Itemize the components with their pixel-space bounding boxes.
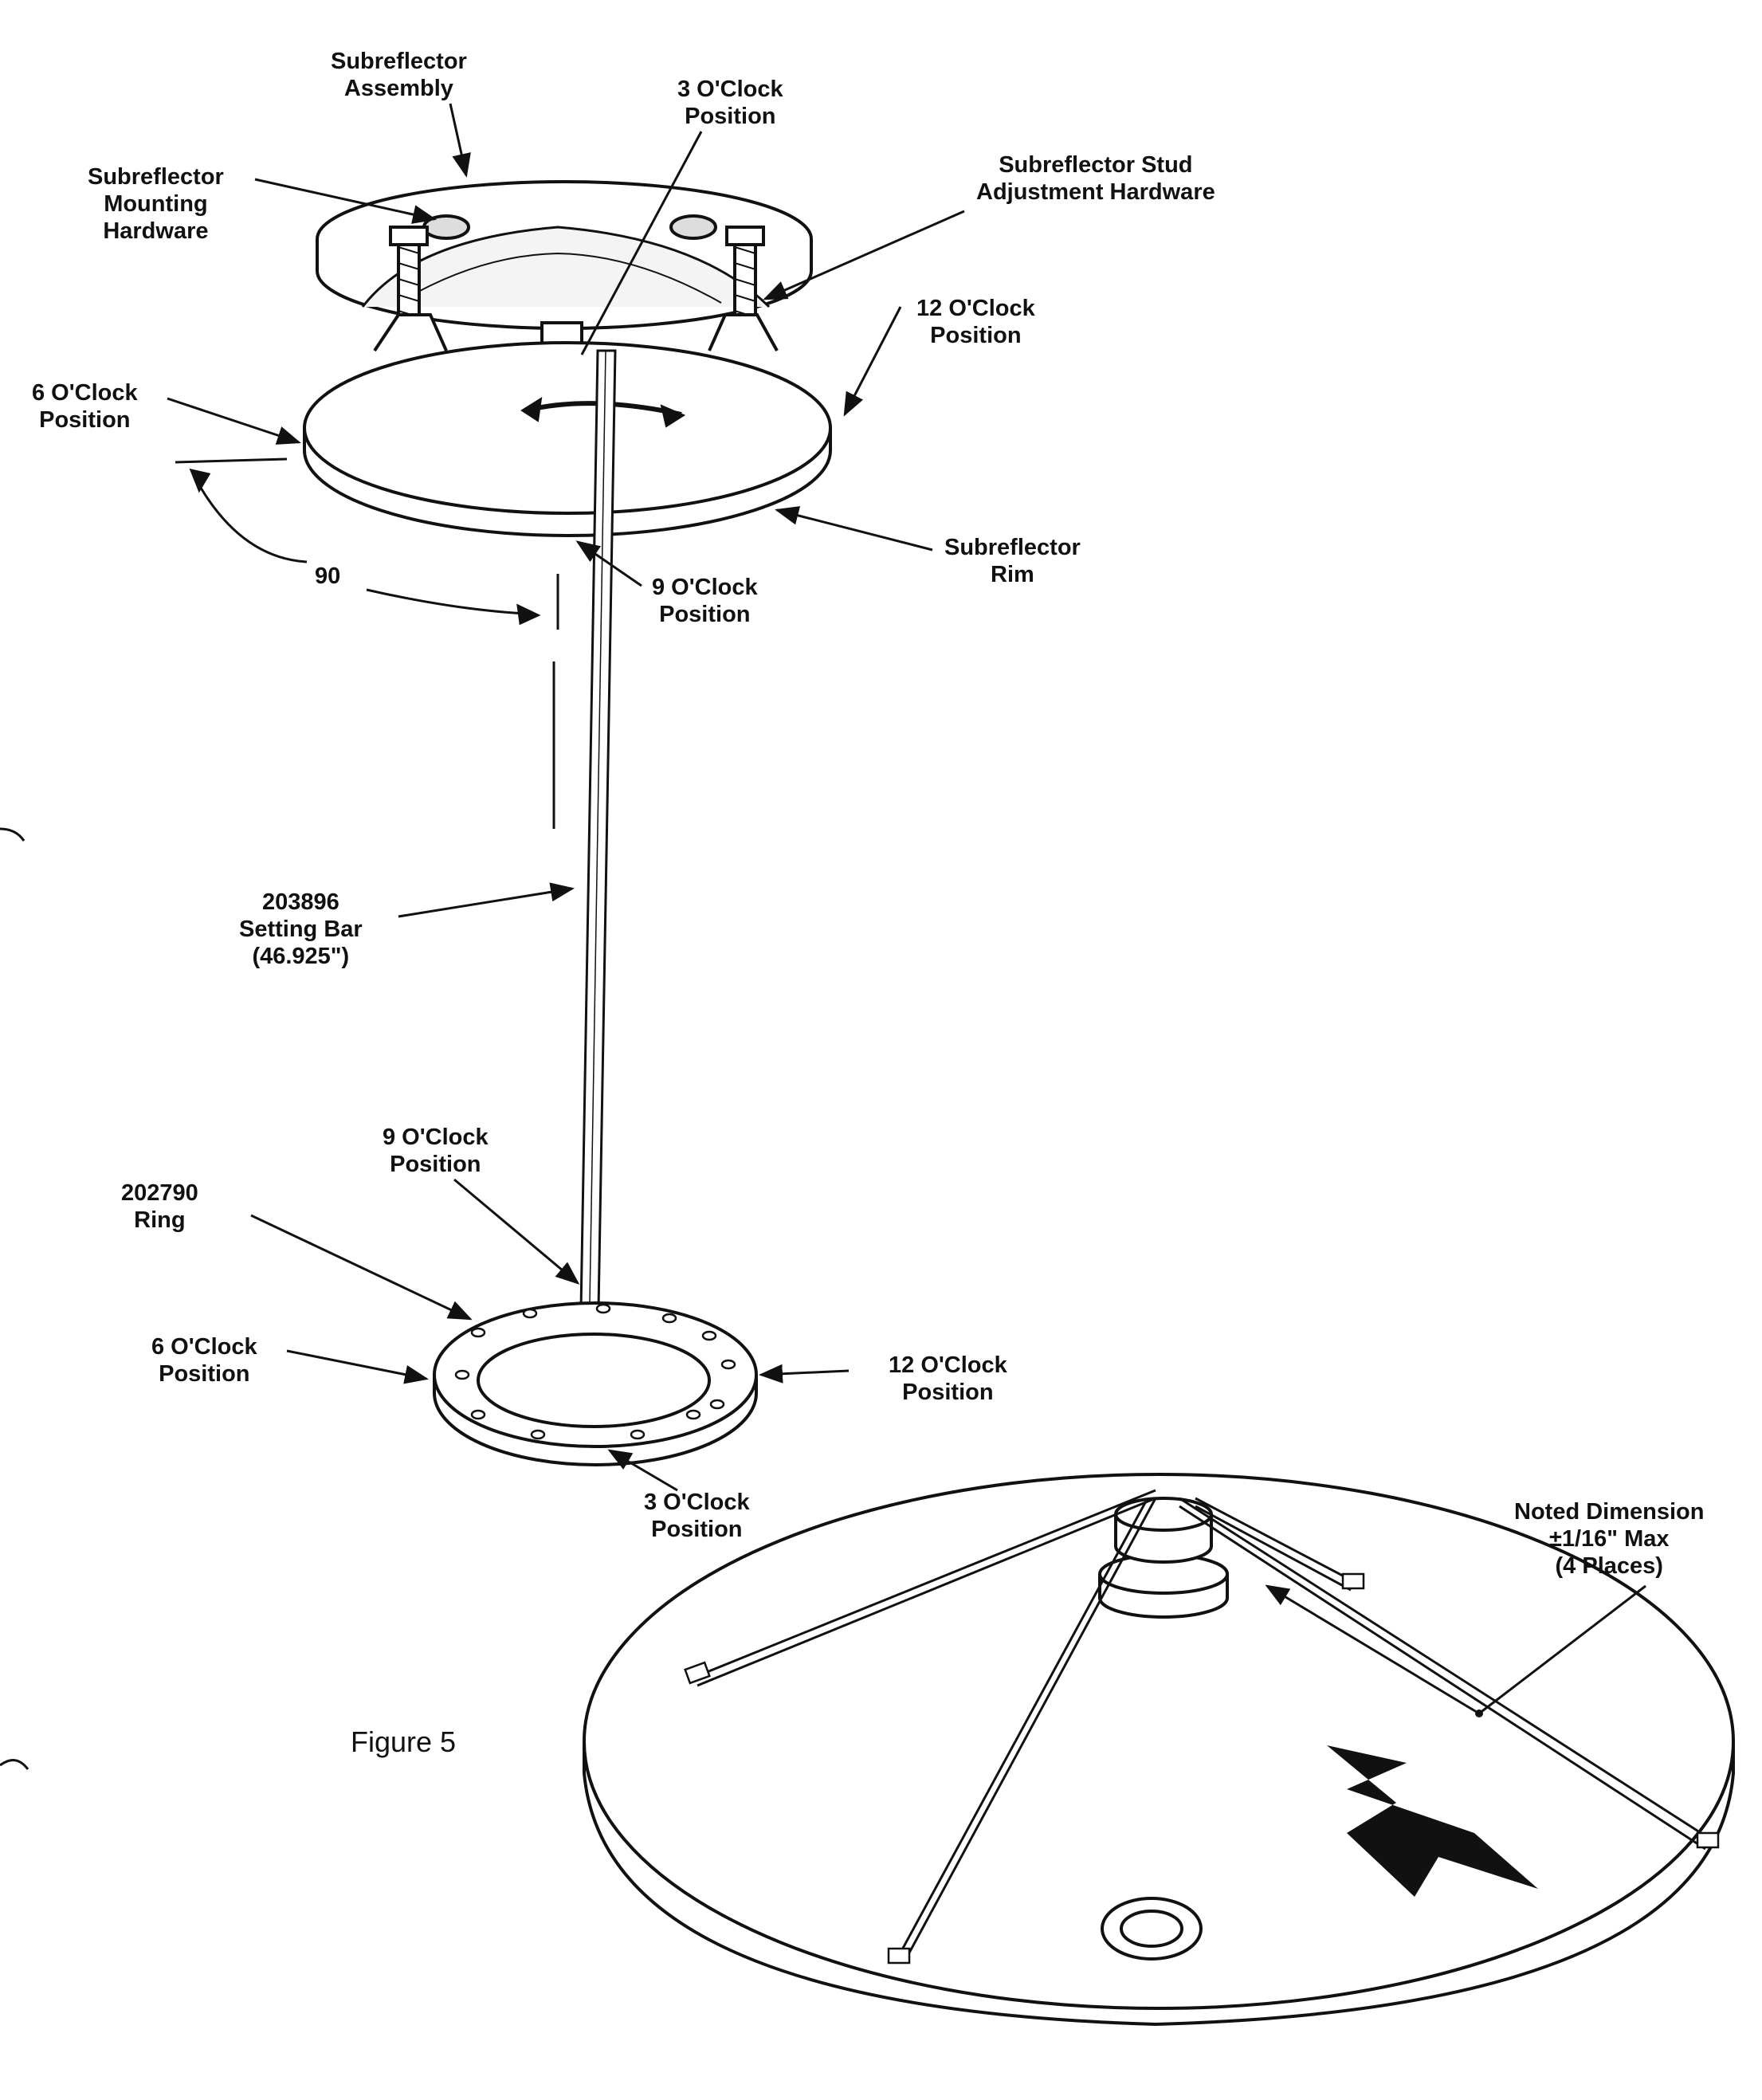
label-noted-dimension: Noted Dimension±1/16" Max(4 Places) <box>1514 1499 1705 1579</box>
subreflector-assembly <box>303 180 832 537</box>
leader-lines <box>167 103 1646 1715</box>
ninety-degree-indicator <box>175 457 541 626</box>
reflector-dish <box>583 1473 1735 2027</box>
vertical-reference-line <box>552 574 559 829</box>
figure-caption: Figure 5 <box>351 1725 457 1758</box>
lightning-bolt-logo <box>1327 1745 1538 1897</box>
label-90-degrees: 90 <box>315 563 341 589</box>
margin-marks <box>0 827 29 1770</box>
ring-202790 <box>433 1301 758 1466</box>
